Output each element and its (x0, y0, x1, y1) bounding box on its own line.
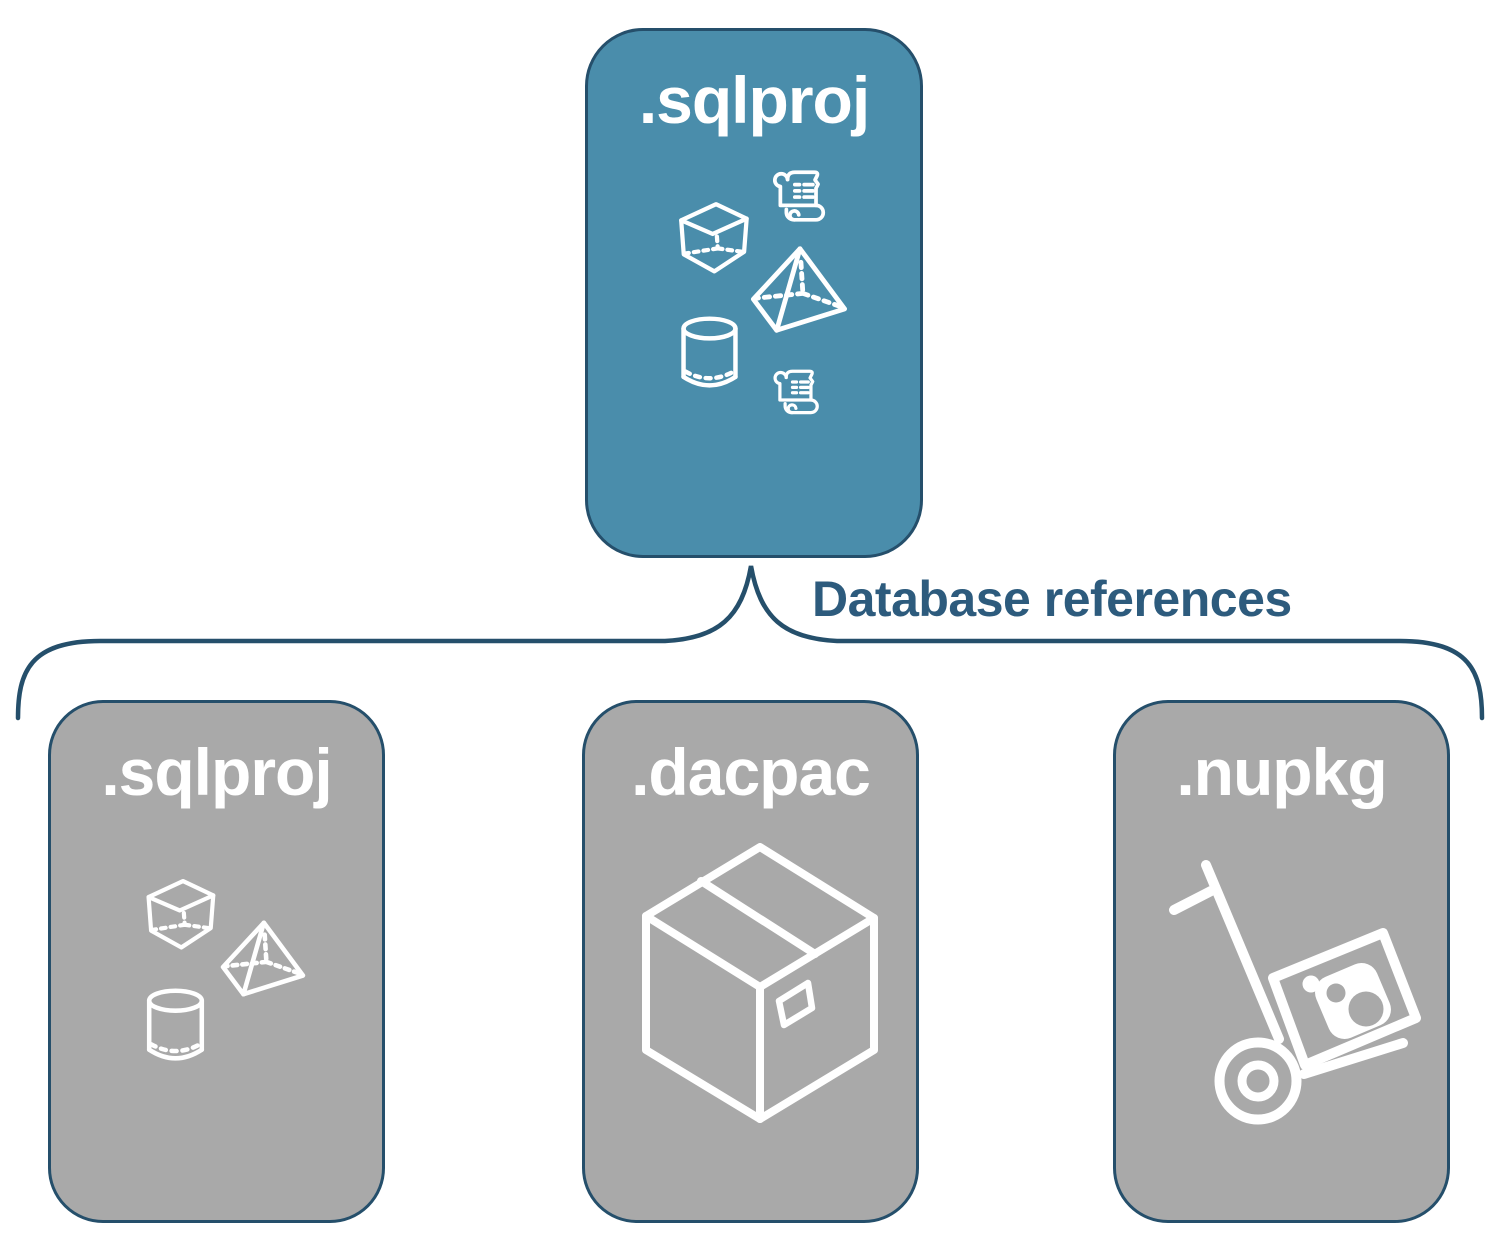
child-node-title: .dacpac (631, 735, 871, 809)
cube-icon (146, 878, 216, 950)
script-scroll-icon (773, 170, 826, 222)
pyramid-icon (220, 920, 306, 997)
node-sqlproj-parent: .sqlproj (585, 28, 923, 558)
pyramid-icon (750, 246, 848, 333)
child-node-title: .sqlproj (101, 735, 332, 809)
package-box-icon (642, 843, 878, 1123)
node-sqlproj-child: .sqlproj (48, 700, 385, 1223)
script-scroll-icon (773, 369, 819, 415)
nuget-handtruck-icon (1169, 860, 1421, 1125)
child-node-title: .nupkg (1176, 735, 1387, 809)
cube-icon (679, 202, 749, 274)
node-nupkg: .nupkg (1113, 700, 1450, 1223)
cylinder-icon (146, 988, 205, 1061)
parent-node-title: .sqlproj (638, 63, 870, 137)
connector-label: Database references (812, 571, 1292, 627)
cylinder-icon (681, 316, 738, 388)
node-dacpac: .dacpac (582, 700, 919, 1223)
